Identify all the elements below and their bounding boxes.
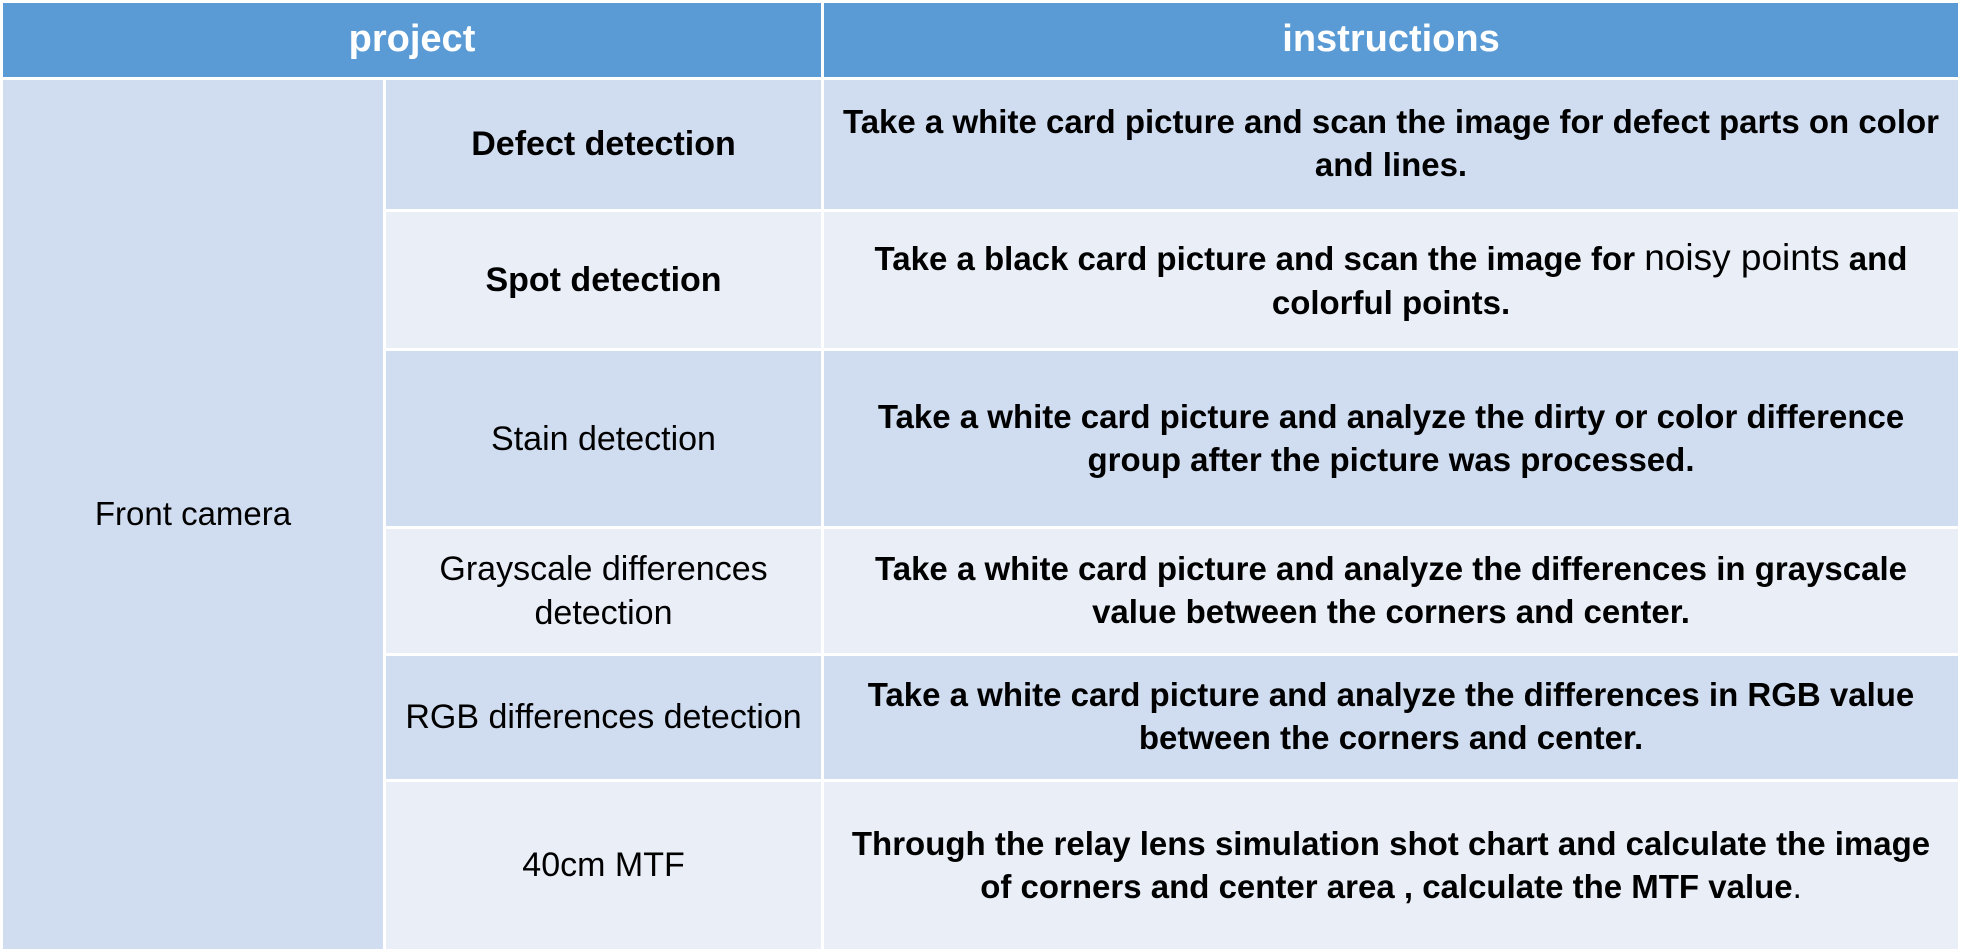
header-instructions: instructions bbox=[821, 0, 1961, 80]
table-row: Front camera Defect detection Take a whi… bbox=[0, 77, 1961, 952]
instruction-cell: Take a white card picture and scan the i… bbox=[821, 77, 1961, 212]
instruction-text-part: Through the relay lens simulation shot c… bbox=[851, 824, 1931, 905]
header-project: project bbox=[0, 0, 825, 80]
instruction-text-part-regular: . bbox=[1792, 867, 1802, 905]
table-row: RGB differences detection Take a white c… bbox=[2, 652, 1961, 783]
instruction-text-part: and colorful points. bbox=[1271, 240, 1908, 322]
table-header-row: project instructions bbox=[0, 0, 1961, 80]
table-row: Stain detection Take a white card pictur… bbox=[2, 348, 1961, 530]
table-row: Spot detection Take a black card picture… bbox=[2, 208, 1961, 352]
table-row: Grayscale differences detection Take a w… bbox=[2, 526, 1961, 656]
category-cell: Front camera bbox=[0, 77, 386, 952]
instruction-cell: Through the relay lens simulation shot c… bbox=[821, 779, 1961, 952]
instruction-cell: Take a white card picture and analyze th… bbox=[821, 526, 1961, 656]
table-row: 40cm MTF Through the relay lens simulati… bbox=[2, 779, 1961, 952]
instruction-cell: Take a black card picture and scan the i… bbox=[821, 208, 1961, 352]
item-cell: Defect detection bbox=[382, 77, 825, 212]
item-cell: Grayscale differences detection bbox=[382, 526, 825, 656]
item-cell: 40cm MTF bbox=[382, 779, 825, 952]
instruction-text-part-regular: noisy points bbox=[1644, 237, 1840, 279]
instruction-text-part: Take a black card picture and scan the i… bbox=[874, 240, 1645, 278]
item-cell: Spot detection bbox=[382, 208, 825, 352]
item-cell: Stain detection bbox=[382, 348, 825, 530]
item-cell: RGB differences detection bbox=[382, 652, 825, 783]
instruction-cell: Take a white card picture and analyze th… bbox=[821, 348, 1961, 530]
instruction-cell: Take a white card picture and analyze th… bbox=[821, 652, 1961, 783]
